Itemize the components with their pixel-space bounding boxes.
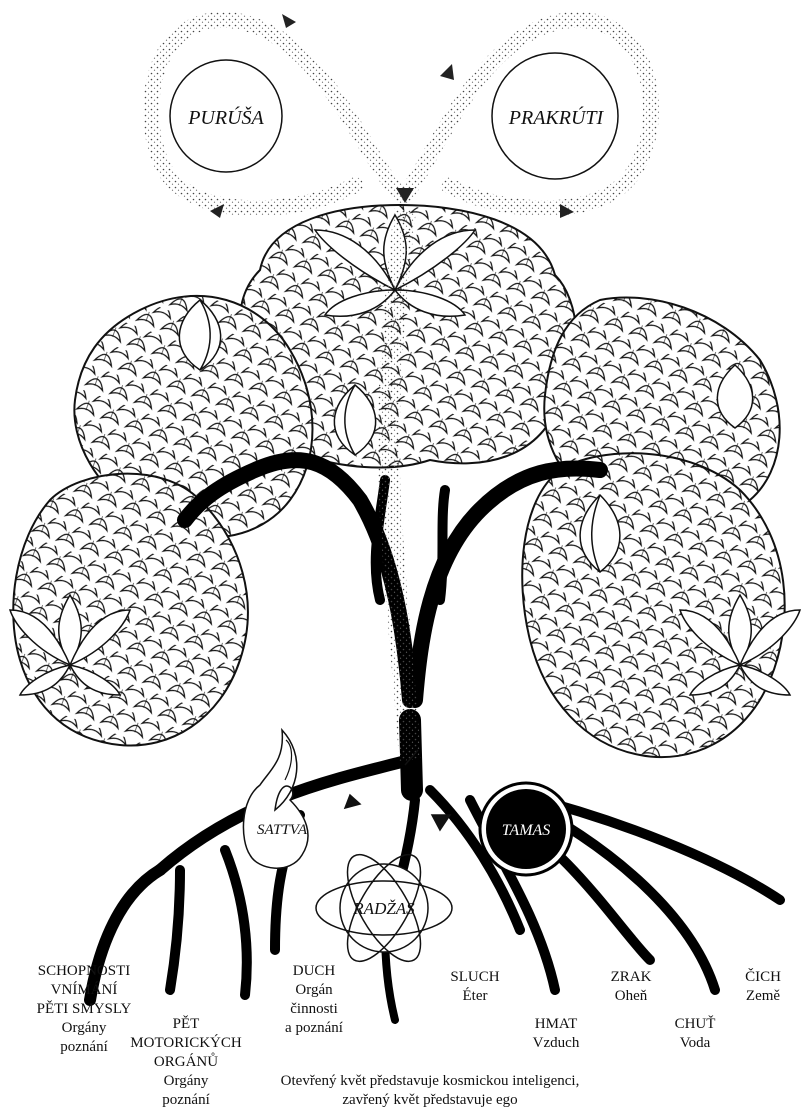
sattva-flame: [243, 730, 308, 868]
label-line: MOTORICKÝCH: [122, 1034, 250, 1053]
label-line: činnosti: [268, 1000, 360, 1019]
label-line: HMAT: [518, 1015, 594, 1034]
label-line: Éter: [440, 987, 510, 1006]
label-sluch: SLUCH Éter: [440, 968, 510, 1006]
purusa-label: PURÚŠA: [187, 105, 264, 129]
label-line: Vzduch: [518, 1034, 594, 1053]
radzas-label: RADŽAS: [352, 899, 415, 918]
label-line: Země: [730, 987, 796, 1006]
prakruti-label: PRAKRÚTI: [508, 105, 605, 129]
arrow-icon: [345, 795, 360, 808]
label-line: Oheň: [596, 987, 666, 1006]
label-zrak: ZRAK Oheň: [596, 968, 666, 1006]
label-line: ČICH: [730, 968, 796, 987]
label-line: Orgán: [268, 981, 360, 1000]
label-chut: CHUŤ Voda: [660, 1015, 730, 1053]
label-line: VNÍMÁNÍ: [18, 981, 150, 1000]
label-line: SLUCH: [440, 968, 510, 987]
label-line: ORGÁNŮ: [122, 1053, 250, 1072]
label-line: CHUŤ: [660, 1015, 730, 1034]
label-duch: DUCH Orgán činnosti a poznání: [268, 962, 360, 1038]
tamas-label: TAMAS: [502, 822, 551, 839]
caption: Otevřený květ představuje kosmickou inte…: [200, 1072, 660, 1110]
caption-line: Otevřený květ představuje kosmickou inte…: [200, 1072, 660, 1091]
label-line: Voda: [660, 1034, 730, 1053]
label-cich: ČICH Země: [730, 968, 796, 1006]
label-line: ZRAK: [596, 968, 666, 987]
label-line: DUCH: [268, 962, 360, 981]
label-line: a poznání: [268, 1019, 360, 1038]
arrow-icon: [440, 64, 454, 80]
arrow-icon: [282, 14, 296, 28]
energy-stream: [389, 210, 410, 760]
label-hmat: HMAT Vzduch: [518, 1015, 594, 1053]
label-line: PĚT: [122, 1015, 250, 1034]
caption-line: zavřený květ představuje ego: [200, 1091, 660, 1110]
arrow-icon: [432, 815, 450, 830]
label-line: SCHOPNOSTI: [18, 962, 150, 981]
sattva-label: SATTVA: [257, 822, 308, 838]
